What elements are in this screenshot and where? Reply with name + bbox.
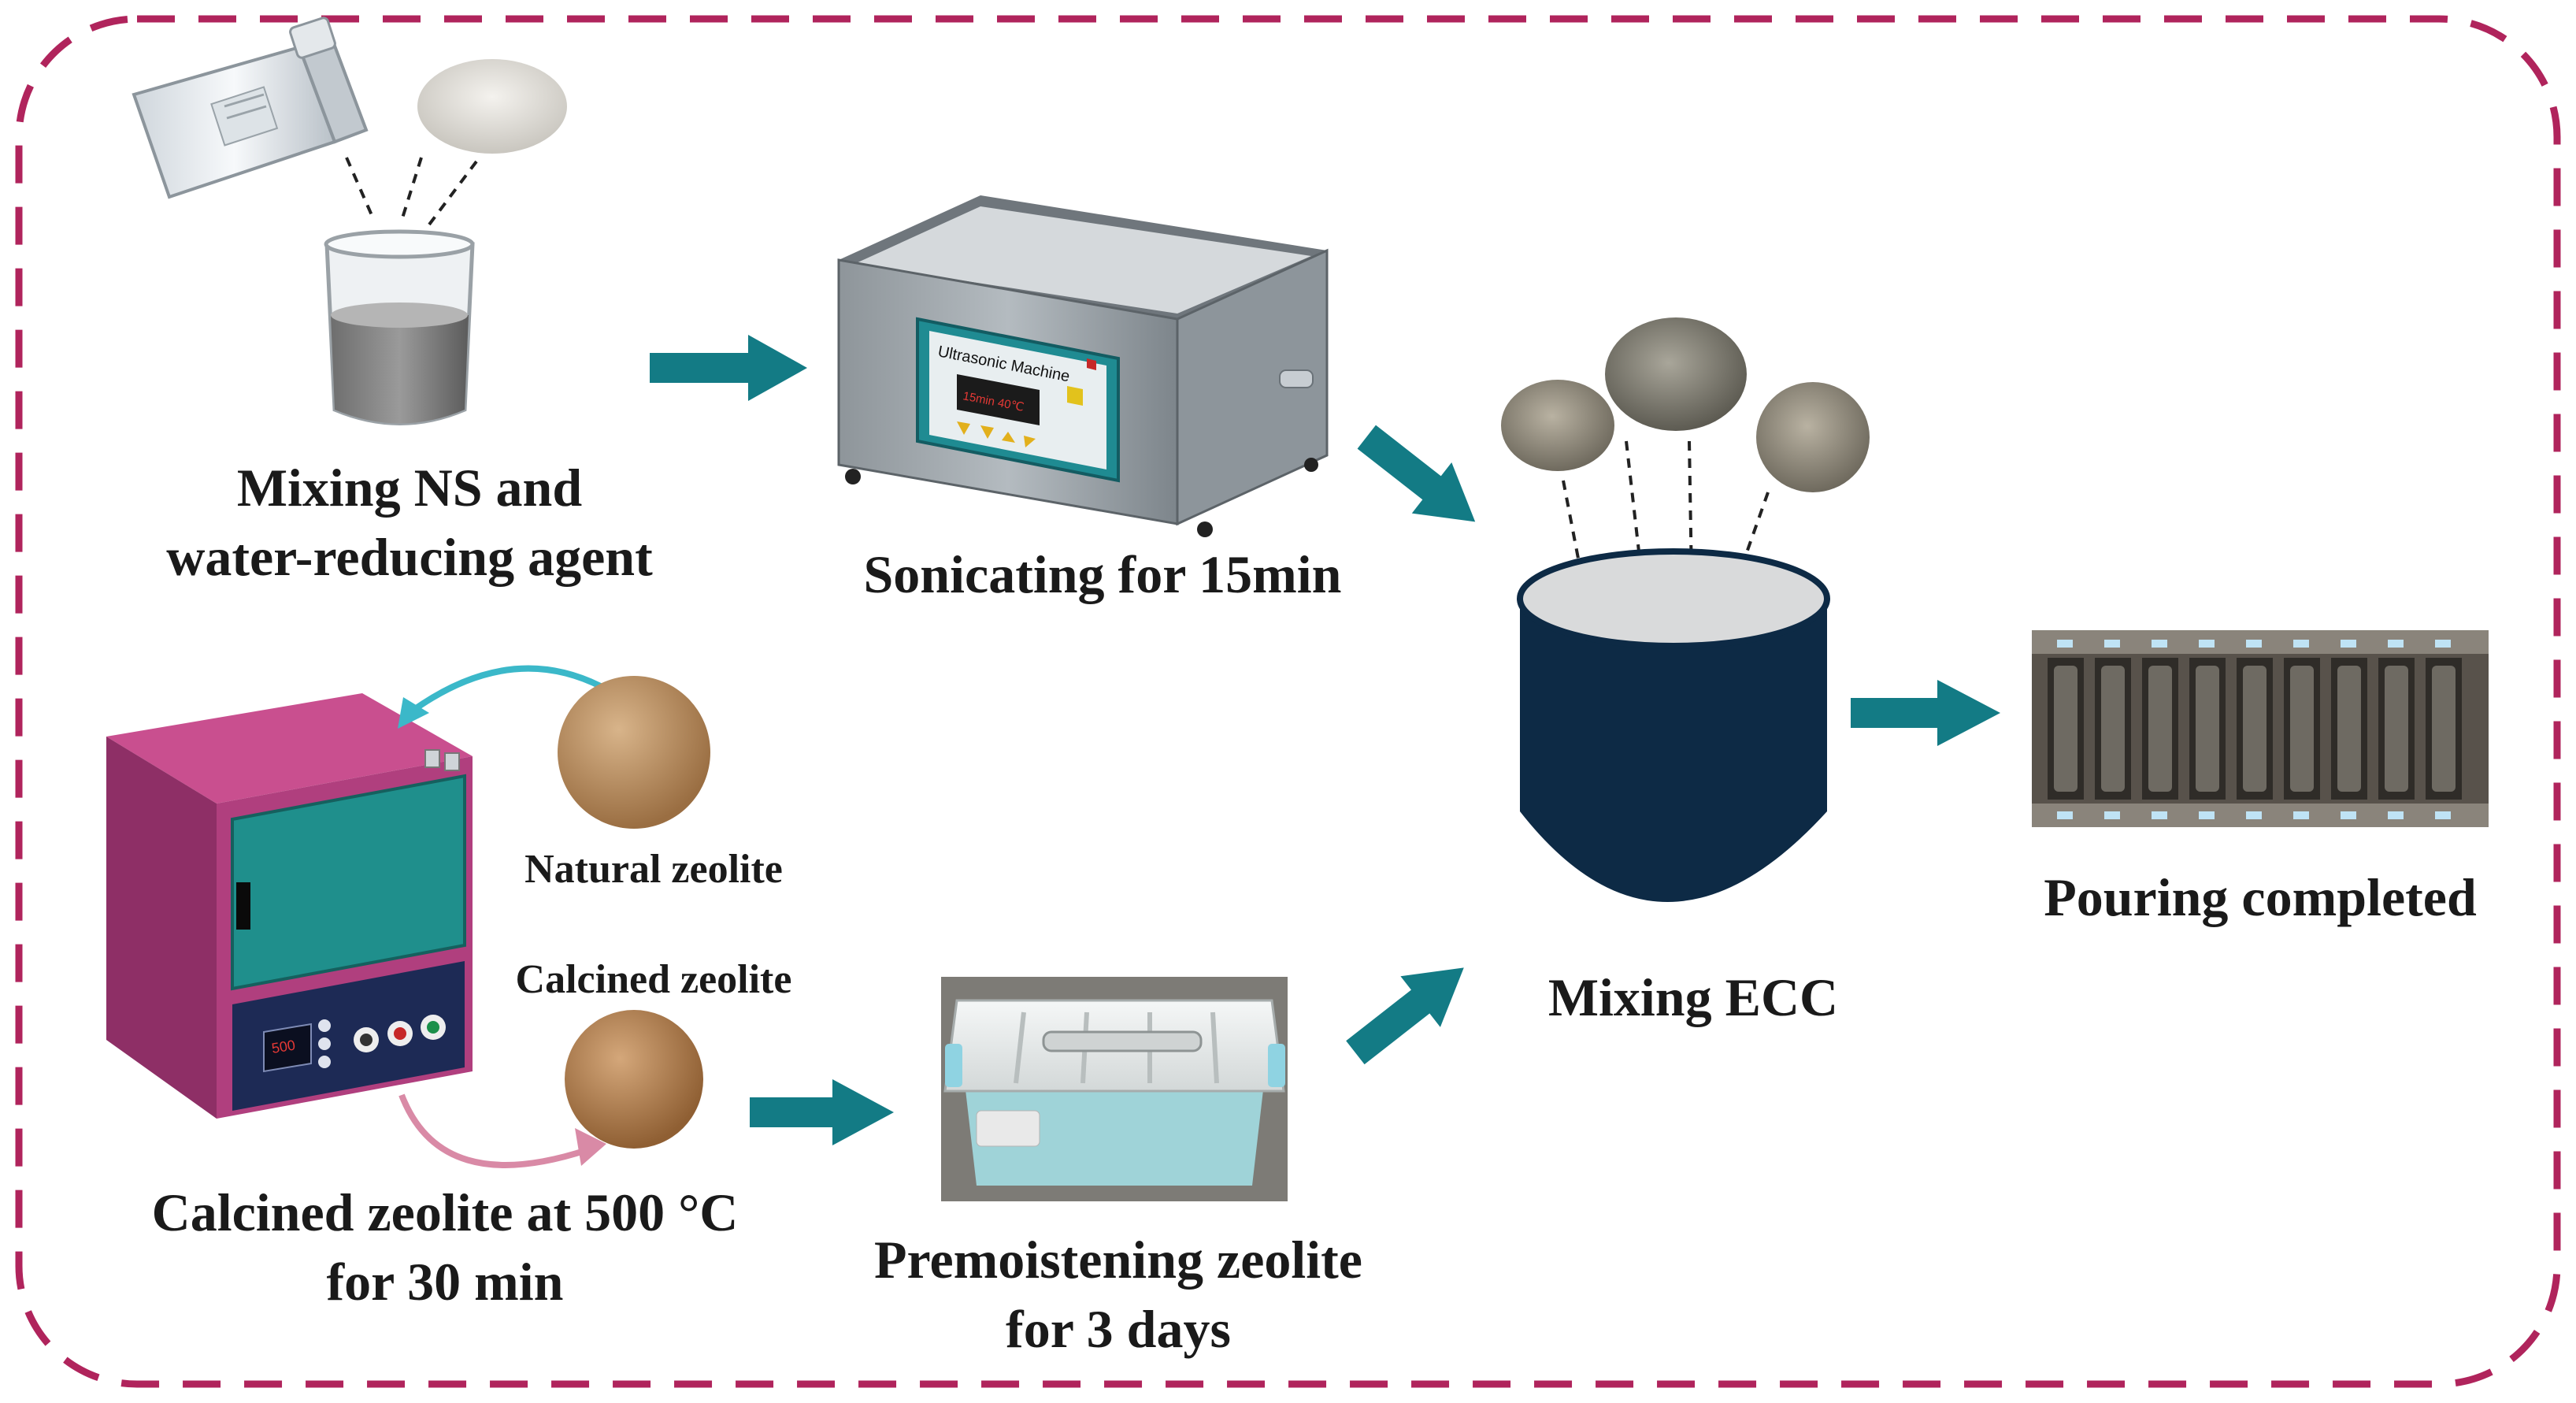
pouring-completed-label: Pouring completed [2044, 867, 2477, 927]
arrow-1-icon [650, 335, 807, 401]
calcined-500-label: Calcined zeolite at 500 °C for 30 min [79, 1178, 811, 1317]
powder-pile-right-icon [1756, 382, 1870, 492]
premoistening-line-1: Premoistening zeolite [873, 1230, 1362, 1290]
curved-arrow-bottom-icon [398, 1093, 588, 1168]
sonicating-label: Sonicating for 15min [863, 544, 1342, 604]
mixing-ns-line-1: Mixing NS and [236, 458, 583, 518]
mixing-ns-label: Mixing NS and water-reducing agent [102, 453, 717, 592]
mixing-ecc-label: Mixing ECC [1547, 967, 1839, 1027]
powder-pile-middle-icon [1605, 317, 1747, 431]
storage-box-icon [941, 977, 1288, 1201]
nano-silica-powder-icon [417, 59, 567, 154]
arrow-4-icon [750, 1079, 894, 1145]
dashed-border [15, 15, 2561, 1388]
calcined-500-line-2: for 30 min [326, 1252, 564, 1312]
mixing-ns-line-2: water-reducing agent [166, 527, 653, 588]
calcined-zeolite-icon [565, 1010, 703, 1149]
natural-zeolite-label: Natural zeolite [524, 847, 783, 892]
curved-arrow-top-icon [407, 665, 608, 716]
pour-dashes-icon [345, 157, 478, 226]
arrow-3-icon [1851, 680, 2000, 746]
mixer-icon [1517, 548, 1830, 902]
natural-zeolite-icon [558, 676, 710, 829]
arrow-5-icon [1346, 967, 1464, 1065]
calcined-zeolite-label: Calcined zeolite [515, 957, 792, 1002]
premoistening-label: Premoistening zeolite for 3 days [811, 1225, 1425, 1364]
powder-pile-left-icon [1501, 380, 1614, 471]
furnace-display: 500 [270, 1037, 296, 1056]
beaker-icon [324, 229, 475, 425]
premoistening-line-2: for 3 days [1006, 1299, 1231, 1360]
muffle-furnace-icon [106, 693, 473, 1119]
arrow-2-icon [1357, 425, 1476, 522]
poured-molds-icon [2032, 630, 2489, 827]
ultrasonic-machine-icon [837, 195, 1329, 537]
jug-icon [132, 17, 369, 199]
calcined-500-line-1: Calcined zeolite at 500 °C [151, 1182, 739, 1242]
